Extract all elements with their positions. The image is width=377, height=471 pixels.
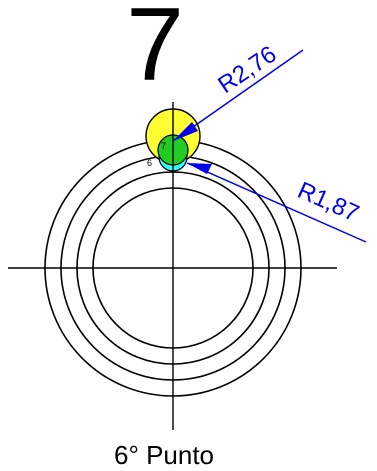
dimension-r187: R1,87 — [186, 162, 367, 243]
point-label-7: 7 — [161, 141, 166, 151]
figure-number: 7 — [126, 0, 184, 103]
arrowhead-r187 — [187, 163, 212, 174]
figure-caption: 6° Punto — [114, 440, 214, 470]
dimension-r276: R2,76 — [172, 41, 304, 142]
dimension-label-r187: R1,87 — [294, 177, 363, 228]
dimension-line-r187 — [186, 162, 367, 243]
arrowhead-r276 — [173, 122, 198, 141]
point-label-6: 6 — [147, 158, 152, 168]
dimension-label-r276: R2,76 — [213, 41, 281, 99]
dimension-line-r276 — [172, 49, 304, 142]
center-axes — [8, 102, 337, 430]
